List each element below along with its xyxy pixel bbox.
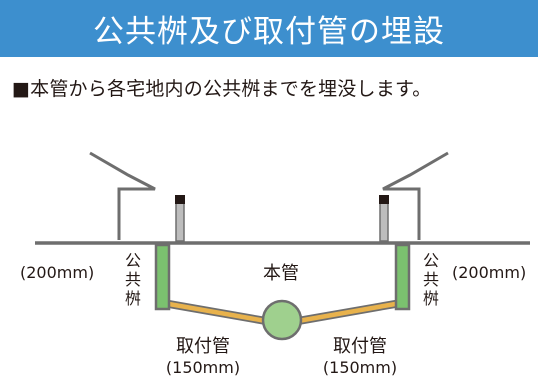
left-masu <box>154 243 171 311</box>
left-house-outline <box>89 151 156 240</box>
left-post <box>175 202 185 242</box>
page-title: 公共桝及び取付管の埋設 <box>93 14 445 50</box>
left-masu-label-3: 桝 <box>125 289 141 308</box>
left-masu-size-label: (200mm) <box>20 263 94 282</box>
main-pipe <box>261 299 303 341</box>
right-masu-label-3: 桝 <box>423 289 439 308</box>
left-post-cap <box>175 195 185 204</box>
right-post-cap <box>379 195 389 204</box>
left-connection-pipe-label: 取付管 <box>176 336 230 357</box>
right-masu-label-2: 共 <box>423 270 439 289</box>
lead-text: ■本管から各宅地内の公共桝までを埋没します。 <box>12 78 432 100</box>
right-connection-pipe-size: (150mm) <box>323 358 397 377</box>
right-masu-label-1: 公 <box>423 251 439 270</box>
left-masu-label-2: 共 <box>125 270 141 289</box>
main-pipe-label: 本管 <box>263 263 299 284</box>
right-connection-pipe-label: 取付管 <box>333 336 387 357</box>
right-masu <box>394 243 411 311</box>
right-connection-pipe-fill <box>297 301 401 324</box>
left-connection-pipe-size: (150mm) <box>166 358 240 377</box>
right-house-outline <box>382 151 449 240</box>
left-masu-label-1: 公 <box>125 251 141 270</box>
title-bar: 公共桝及び取付管の埋設 <box>0 0 538 57</box>
right-post <box>379 202 389 242</box>
left-connection-pipe-fill <box>163 301 267 324</box>
right-masu-size-label: (200mm) <box>452 263 526 282</box>
